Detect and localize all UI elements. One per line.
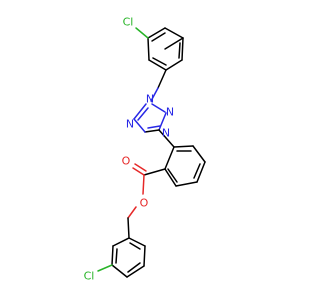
nitrogen-label-n3: N: [166, 106, 174, 119]
bond: [97, 264, 113, 272]
bond: [134, 163, 147, 172]
bond: [152, 57, 167, 66]
bond: [143, 245, 146, 267]
oxygen-label-ester: O: [140, 197, 149, 210]
bond: [132, 167, 145, 176]
bond: [157, 69, 167, 89]
bond: [111, 264, 128, 278]
bond-lines: [97, 27, 206, 278]
bond: [128, 237, 146, 247]
bond: [133, 103, 147, 120]
chlorine-label-top: Cl: [123, 16, 134, 29]
bond: [148, 59, 167, 71]
chemical-structure-diagram: Cl N N N N O O Cl: [84, 16, 206, 283]
bond: [193, 163, 201, 179]
bond: [126, 265, 145, 278]
bond: [127, 217, 130, 239]
bond: [167, 168, 178, 183]
bond: [111, 245, 114, 266]
bond: [158, 129, 175, 148]
atom-labels: Cl N N N N O O Cl: [84, 16, 174, 283]
bond: [164, 27, 184, 39]
bond: [135, 27, 149, 39]
bond: [144, 129, 160, 133]
bond: [173, 145, 194, 148]
bond: [181, 37, 184, 61]
bond: [151, 103, 166, 113]
chlorine-label-bottom: Cl: [84, 270, 95, 283]
bond: [142, 174, 145, 195]
bond: [150, 87, 159, 102]
bond: [192, 145, 206, 163]
bond: [151, 32, 166, 42]
bond: [165, 59, 183, 71]
bond: [112, 237, 130, 247]
bond: [115, 248, 118, 264]
bond: [164, 37, 184, 50]
bond: [175, 181, 198, 187]
bond: [129, 242, 141, 250]
bond: [143, 168, 166, 176]
bond: [164, 146, 175, 170]
nitrogen-label-n4: N: [162, 127, 170, 140]
bond: [137, 107, 149, 121]
bond: [147, 27, 166, 39]
bond: [133, 118, 146, 133]
nitrogen-label-n1: N: [126, 118, 134, 131]
bond: [178, 42, 181, 59]
nitrogen-label-n2: N: [146, 93, 154, 106]
bond: [147, 125, 161, 129]
oxygen-label-carbonyl: O: [122, 155, 131, 168]
bond: [158, 112, 167, 131]
bond: [127, 262, 141, 273]
bond: [127, 206, 137, 219]
bond: [147, 37, 150, 61]
bond: [164, 168, 177, 187]
bond: [196, 161, 206, 183]
